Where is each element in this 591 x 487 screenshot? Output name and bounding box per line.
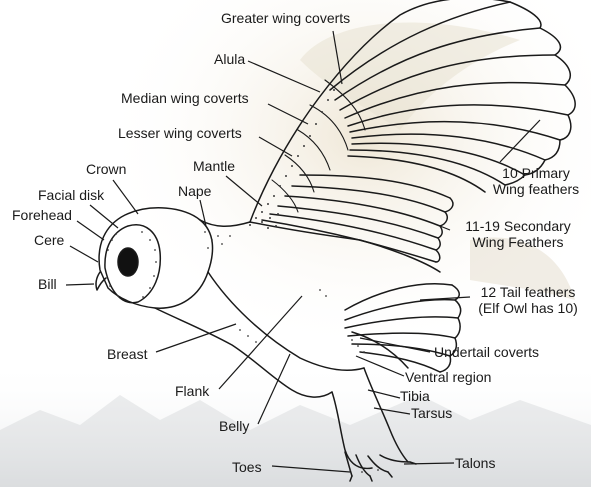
label-mantle: Mantle <box>193 158 235 174</box>
label-facial-disk: Facial disk <box>38 187 104 203</box>
label-cere: Cere <box>34 232 64 248</box>
label-belly: Belly <box>219 418 249 434</box>
label-bill: Bill <box>38 276 57 292</box>
primary-feathers <box>330 2 575 192</box>
leg <box>332 392 372 468</box>
secondary-feathers <box>262 175 453 262</box>
label-crown: Crown <box>86 161 126 177</box>
label-tail-feathers: 12 Tail feathers (Elf Owl has 10) <box>468 284 588 316</box>
wing-leading-edge <box>250 0 510 222</box>
label-tibia: Tibia <box>400 388 430 404</box>
label-tarsus: Tarsus <box>411 405 452 421</box>
label-forehead: Forehead <box>12 207 72 223</box>
label-nape: Nape <box>178 183 211 199</box>
label-primary-feathers: 10 Primary Wing feathers <box>486 165 586 197</box>
eye <box>118 248 138 276</box>
label-median-wing-coverts: Median wing coverts <box>121 90 249 106</box>
label-lesser-wing-coverts: Lesser wing coverts <box>118 125 242 141</box>
label-toes: Toes <box>232 459 262 475</box>
label-talons: Talons <box>455 455 495 471</box>
label-secondary-feathers: 11-19 Secondary Wing Feathers <box>452 218 584 250</box>
label-greater-wing-coverts: Greater wing coverts <box>221 10 350 26</box>
label-breast: Breast <box>107 346 147 362</box>
label-alula: Alula <box>214 51 245 67</box>
label-undertail-coverts: Undertail coverts <box>434 344 539 360</box>
label-ventral-region: Ventral region <box>405 369 491 385</box>
label-flank: Flank <box>175 383 209 399</box>
owl-body <box>208 272 364 370</box>
